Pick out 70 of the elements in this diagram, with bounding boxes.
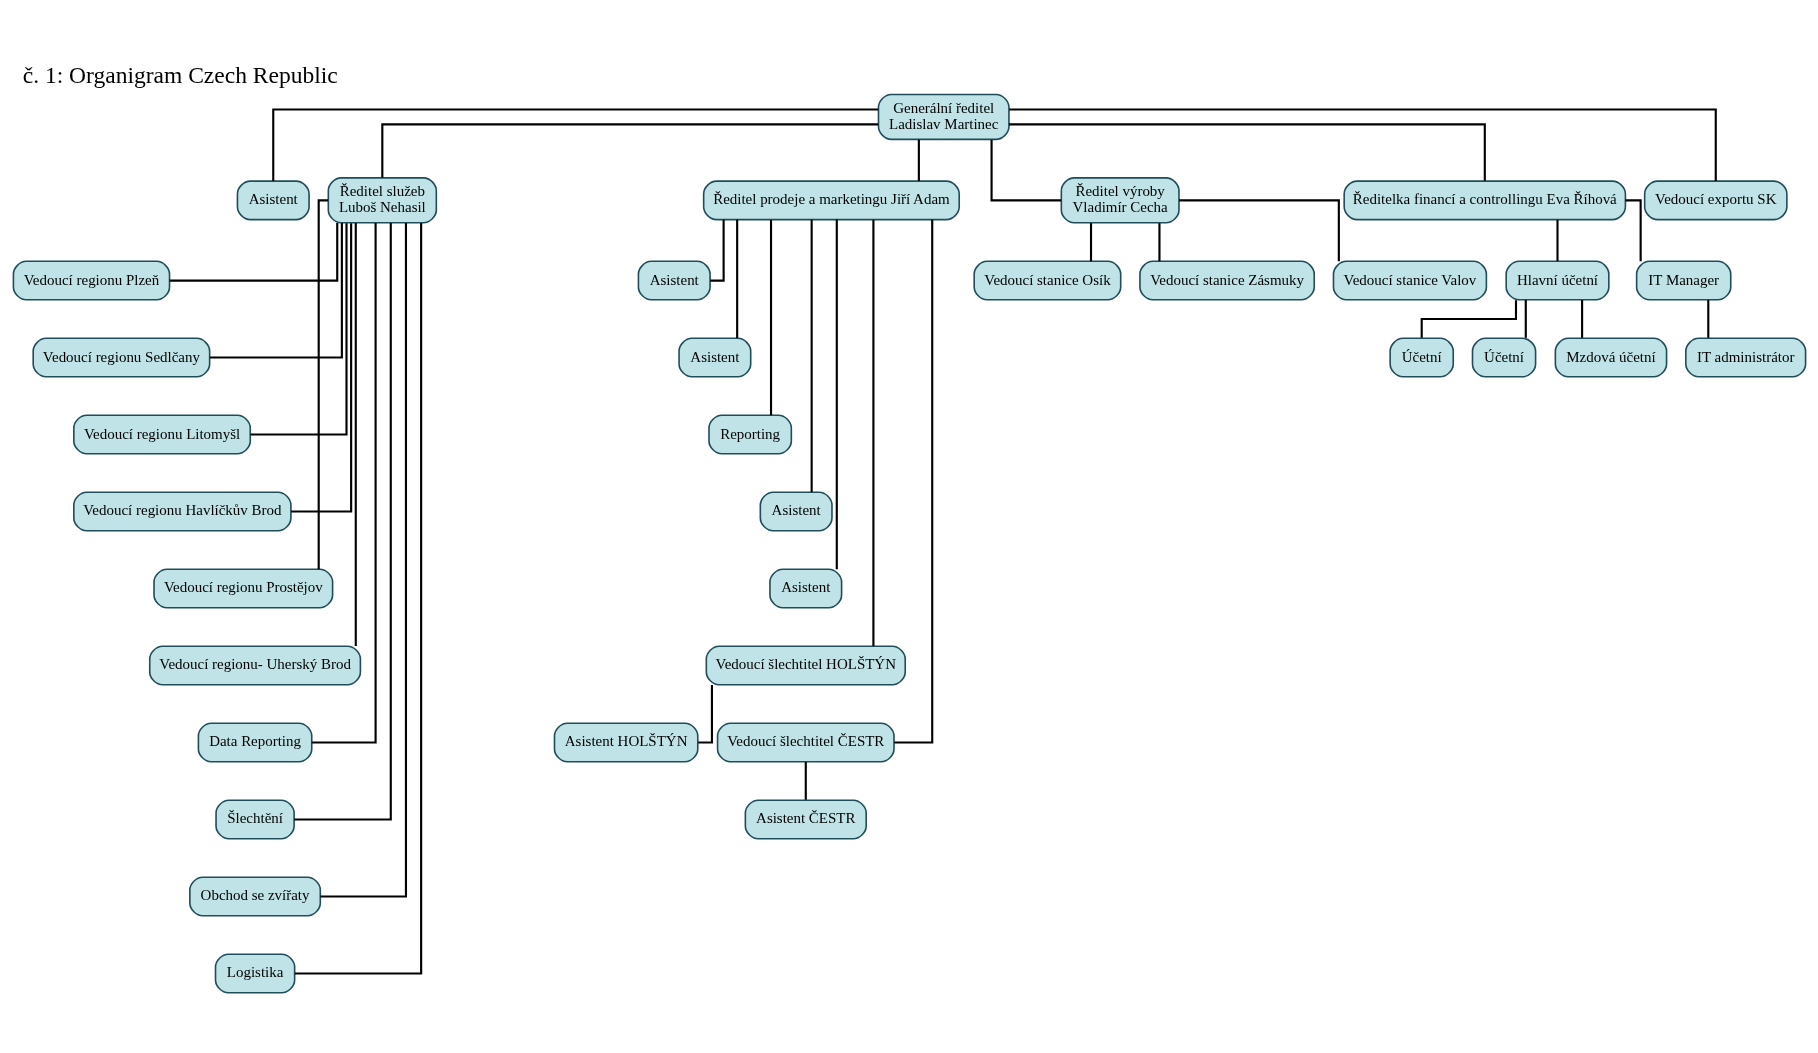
node-box: Účetní [1388,337,1454,378]
node-box: Asistent [236,180,310,221]
node-box: Vedoucí regionu Havlíčkův Brod [72,491,292,532]
connector [1555,219,1559,262]
node-box: Reporting [707,414,792,455]
node-box: Asistent [759,491,833,532]
node-box: Vedoucí regionu Litomyšl [72,414,251,455]
node-box: Obchod se zvířaty [188,876,321,917]
connector [810,219,813,493]
connector [311,222,377,744]
connector [990,139,1061,202]
node-box: Ředitel služeb Luboš Nehasil [327,177,437,224]
connector [294,223,422,975]
node-box: Asistent [677,337,751,378]
node-box: Asistent [768,568,842,609]
node-box: Ředitelka financí a controllingu Eva Říhová [1342,180,1626,221]
connector [697,684,713,744]
connector [354,223,357,646]
node-box: Vedoucí šlechtitel HOLŠTÝN [705,645,906,686]
connector [709,219,725,282]
connector [293,223,392,821]
connector [1008,108,1717,182]
node-box: Generální ředitel Ladislav Martinec [877,93,1010,141]
node-box: Ředitel prodeje a marketingu Jiří Adam [702,180,960,221]
node-box: Vedoucí regionu Prostějov [152,568,333,609]
node-box: Vedoucí stanice Osík [972,260,1121,301]
connector [1580,300,1583,338]
node-box: Vedoucí šlechtitel ČESTR [716,722,895,763]
node-box: Šlechtění [214,799,295,840]
connector [871,219,874,647]
connector [735,219,738,339]
node-box: Logistika [214,953,295,994]
node-box: Mzdová účetní [1554,337,1667,378]
connector [1157,223,1160,262]
connector [1624,199,1642,262]
node-box: Vedoucí stanice Zásmuky [1138,260,1315,301]
node-box: Vedoucí regionu Plzeň [12,260,170,301]
node-box: IT Manager [1635,260,1732,301]
node-box: Data Reporting [197,722,313,763]
node-box: Hlavní účetní [1504,260,1610,301]
connector [1089,223,1092,262]
node-box: Ředitel výroby Vladimír Cecha [1060,177,1180,224]
node-box: Asistent ČESTR [744,799,867,840]
node-box: Vedoucí exportu SK [1643,180,1788,221]
connector [319,223,407,898]
connector [1706,300,1709,338]
connector [250,223,348,436]
connector [1524,300,1527,338]
connector [290,223,352,513]
node-box: Vedoucí regionu Sedlčany [31,337,210,378]
connector [271,108,878,182]
node-box: Účetní [1471,337,1536,378]
node-box: Asistent [637,260,711,301]
connector [1178,199,1340,262]
node-box: Vedoucí regionu- Uherský Brod [148,645,361,686]
node-box: Asistent HOLŠTÝN [553,722,699,763]
connector [917,139,920,181]
connector [317,199,328,570]
connector [835,219,838,570]
connector [893,219,933,744]
connector [1420,300,1517,338]
connector [804,761,807,800]
connector [1008,123,1486,181]
connector [769,219,772,416]
node-box: IT administrátor [1684,337,1806,378]
connector [169,223,338,282]
diagram-title: č. 1: Organigram Czech Republic [22,62,338,89]
connector [209,222,343,359]
connector [380,123,878,178]
node-box: Vedoucí stanice Valov [1332,260,1487,301]
